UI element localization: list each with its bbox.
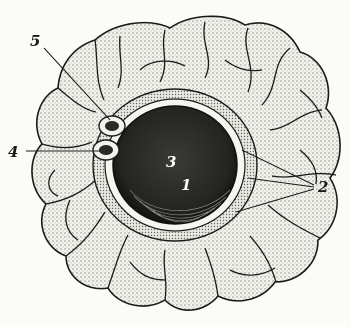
label-4: 4 xyxy=(8,143,18,161)
label-5: 5 xyxy=(30,32,40,50)
label-2: 2 xyxy=(317,178,328,196)
label-1: 1 xyxy=(181,176,191,194)
label-3: 3 xyxy=(166,153,176,171)
